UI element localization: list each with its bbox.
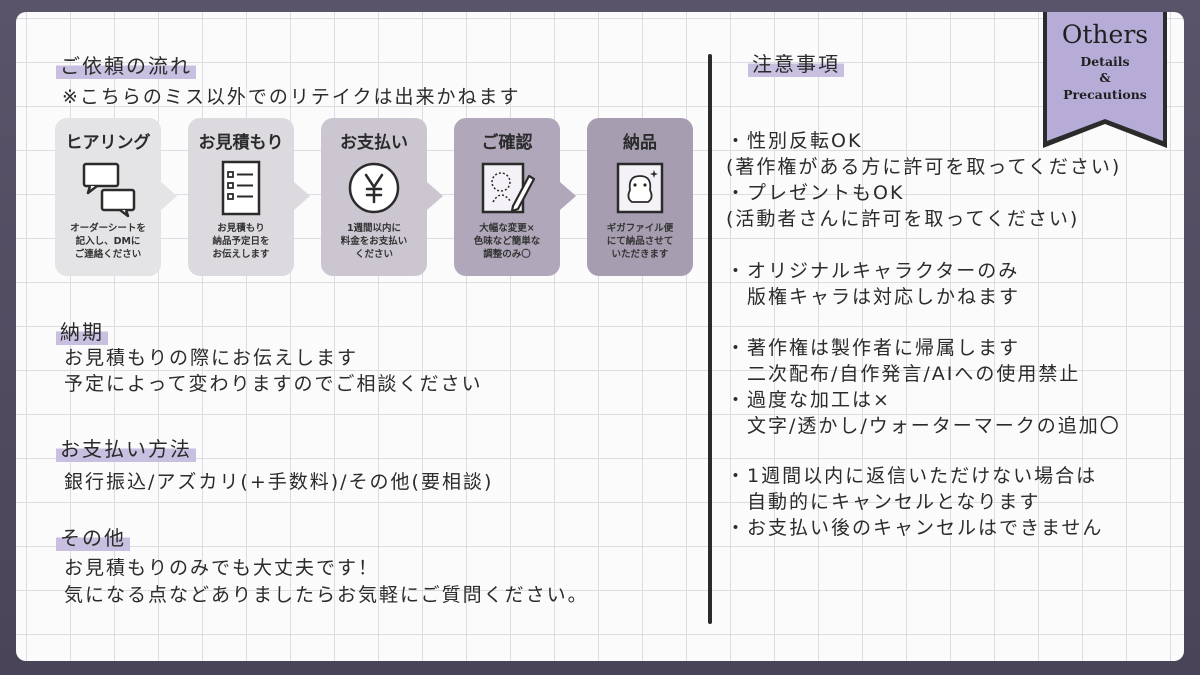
payment-line: 銀行振込/アズカリ(+手数料)/その他(要相談) <box>64 471 494 493</box>
flow-arrow <box>560 182 576 210</box>
flow-step-hearing: ヒアリング オーダーシートを 記入し、DMに ご連絡ください <box>55 118 161 276</box>
note-line: 版権キャラは対応しかねます <box>726 286 1021 308</box>
flow-step-estimate: お見積もり お見積もり 納品予定日を お伝えします <box>188 118 294 276</box>
other-line: 気になる点などありましたらお気軽にご質問ください。 <box>64 584 589 606</box>
delivery-line: お見積もりの際にお伝えします <box>64 347 359 369</box>
note-line: 自動的にキャンセルとなります <box>726 491 1041 513</box>
flow-heading: ご依頼の流れ <box>56 50 196 79</box>
payment-heading: お支払い方法 <box>56 433 196 462</box>
picture-icon <box>616 162 664 214</box>
delivery-line: 予定によって変わりますのでご相談ください <box>64 373 483 395</box>
yen-coin-icon <box>348 162 400 214</box>
retake-note: ※こちらのミス以外でのリテイクは出来かねます <box>62 86 521 108</box>
notes-heading: 注意事項 <box>748 48 844 77</box>
step-title: お見積もり <box>198 133 284 153</box>
step-title: お支払い <box>340 133 408 153</box>
others-ribbon: Others Details & Precautions <box>1040 12 1170 152</box>
step-desc: ギガファイル便 にて納品させて いただきます <box>606 223 674 260</box>
ribbon-line-2: & <box>1099 70 1111 85</box>
step-desc: 大幅な変更× 色味など簡単な 調整のみ〇 <box>473 223 541 260</box>
step-title: ご確認 <box>481 133 533 153</box>
flow-arrow <box>161 182 177 210</box>
ribbon-shape <box>1043 12 1167 148</box>
other-line: お見積もりのみでも大丈夫です！ <box>64 557 380 579</box>
delivery-heading: 納期 <box>56 316 108 345</box>
ribbon-line-3: Precautions <box>1063 87 1147 102</box>
note-line: (活動者さんに許可を取ってください) <box>726 208 1080 230</box>
note-line: 文字/透かし/ウォーターマークの追加〇 <box>726 415 1121 437</box>
note-line: 二次配布/自作発言/AIへの使用禁止 <box>726 363 1081 385</box>
note-line: ・お支払い後のキャンセルはできません <box>726 517 1104 539</box>
step-desc: お見積もり 納品予定日を お伝えします <box>212 223 270 260</box>
ribbon-title: Others <box>1061 20 1149 49</box>
checklist-icon <box>221 160 261 216</box>
flow-step-check: ご確認 大幅な変更× 色味など簡単な 調整のみ〇 <box>454 118 560 276</box>
step-title: 納品 <box>623 133 657 153</box>
flow-arrow <box>294 182 310 210</box>
flow-step-payment: お支払い 1週間以内に 料金をお支払い ください <box>321 118 427 276</box>
step-desc: 1週間以内に 料金をお支払い ください <box>340 223 408 260</box>
other-heading: その他 <box>56 522 130 551</box>
step-title: ヒアリング <box>65 133 151 153</box>
sketch-pencil-icon <box>481 162 536 214</box>
note-line: ・著作権は製作者に帰属します <box>726 337 1021 359</box>
flow-arrow <box>427 182 443 210</box>
flow-step-delivery: 納品 ギガファイル便 にて納品させて いただきます <box>587 118 693 276</box>
note-line: ・性別反転OK <box>726 130 863 152</box>
column-divider <box>708 54 712 624</box>
note-line: ・1週間以内に返信いただけない場合は <box>726 465 1098 487</box>
chat-bubbles-icon <box>82 162 136 218</box>
note-line: ・オリジナルキャラクターのみ <box>726 260 1020 282</box>
note-line: ・プレゼントもOK <box>726 182 905 204</box>
ribbon-line-1: Details <box>1080 54 1130 69</box>
info-card: Others Details & Precautions ご依頼の流れ ※こちら… <box>16 12 1184 661</box>
step-desc: オーダーシートを 記入し、DMに ご連絡ください <box>70 223 146 260</box>
note-line: ・過度な加工は× <box>726 389 891 411</box>
note-line: (著作権がある方に許可を取ってください) <box>726 156 1122 178</box>
